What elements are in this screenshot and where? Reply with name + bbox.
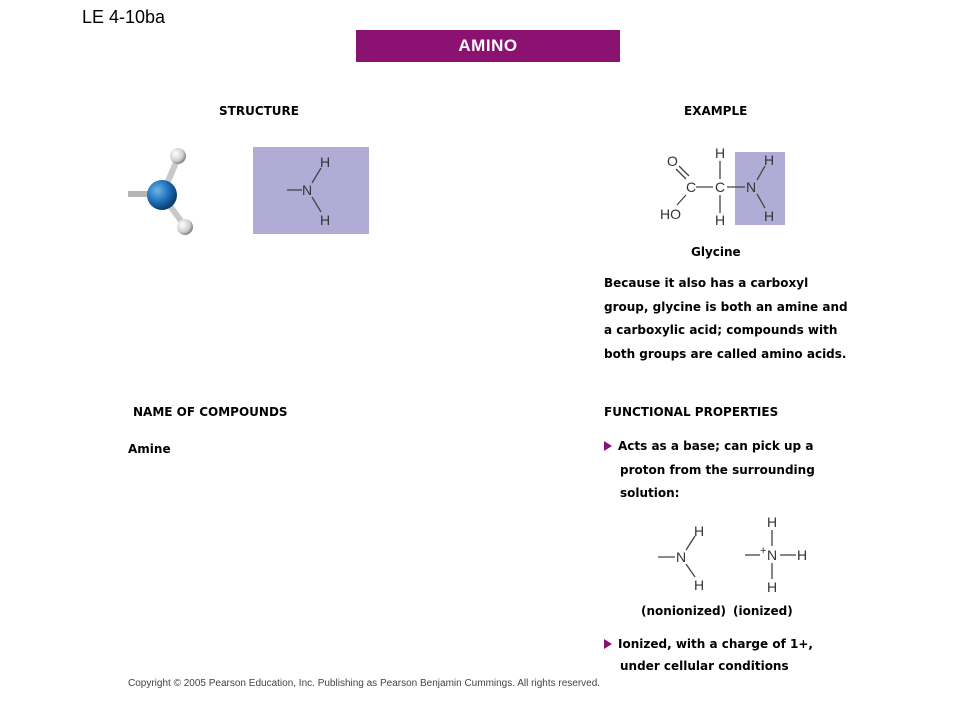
atom-h: H	[767, 514, 777, 530]
atom-h: H	[715, 145, 725, 161]
ball-and-stick-model	[128, 148, 193, 235]
names-heading: NAME OF COMPOUNDS	[133, 405, 288, 419]
atom-n: N	[746, 179, 756, 195]
bullet-arrow-icon	[604, 441, 612, 451]
atom-h: H	[715, 212, 725, 228]
hydrogen-atom-ball	[177, 219, 193, 235]
banner-title: AMINO	[458, 36, 518, 55]
example-description: Because it also has a carboxyl group, gl…	[604, 272, 848, 366]
slide-label: LE 4-10ba	[82, 7, 166, 27]
property-bullet-base: Acts as a base; can pick up a proton fro…	[604, 435, 815, 506]
title-banner: AMINO	[356, 30, 620, 62]
properties-heading: FUNCTIONAL PROPERTIES	[604, 405, 779, 419]
property-text: proton from the surrounding	[620, 462, 815, 477]
property-text: Ionized, with a charge of 1+,	[618, 637, 813, 651]
property-text: under cellular conditions	[620, 659, 789, 673]
property-bullet-ionized: Ionized, with a charge of 1+, under cell…	[604, 633, 813, 677]
atom-h: H	[320, 154, 330, 170]
atom-h: H	[320, 212, 330, 228]
description-line: both groups are called amino acids.	[604, 346, 847, 361]
description-line: Because it also has a carboxyl	[604, 276, 809, 290]
hydrogen-atom-ball	[170, 148, 186, 164]
atom-h: H	[694, 523, 704, 539]
atom-c: C	[686, 179, 696, 195]
description-line: group, glycine is both an amine and	[604, 299, 848, 314]
positive-charge: +	[760, 545, 766, 557]
amino-group-structure: N H H	[253, 147, 369, 234]
atom-h: H	[764, 152, 774, 168]
property-text: Acts as a base; can pick up a	[618, 439, 814, 453]
example-heading: EXAMPLE	[684, 104, 748, 118]
atom-h: H	[797, 547, 807, 563]
compound-name: Amine	[128, 442, 171, 456]
atom-h: H	[764, 208, 774, 224]
copyright-notice: Copyright © 2005 Pearson Education, Inc.…	[128, 678, 601, 689]
atom-c: C	[715, 179, 725, 195]
nonionized-label: (nonionized)	[641, 604, 727, 618]
atom-ho: HO	[660, 206, 681, 222]
nitrogen-atom-ball	[147, 180, 177, 210]
atom-n: N	[676, 549, 686, 565]
property-text: solution:	[620, 486, 680, 500]
atom-n: N	[302, 182, 312, 198]
ionized-label: (ionized)	[733, 604, 793, 618]
glycine-caption: Glycine	[691, 245, 741, 259]
ionization-structures: N H H + N H H H	[658, 514, 807, 594]
atom-n: N	[767, 547, 777, 563]
description-line: a carboxylic acid; compounds with	[604, 323, 838, 337]
atom-h: H	[767, 579, 777, 594]
atom-o: O	[667, 153, 678, 169]
atom-h: H	[694, 577, 704, 593]
bullet-arrow-icon	[604, 639, 612, 649]
structure-heading: STRUCTURE	[219, 104, 299, 118]
glycine-structure: O HO C C H H N H H	[660, 145, 785, 228]
